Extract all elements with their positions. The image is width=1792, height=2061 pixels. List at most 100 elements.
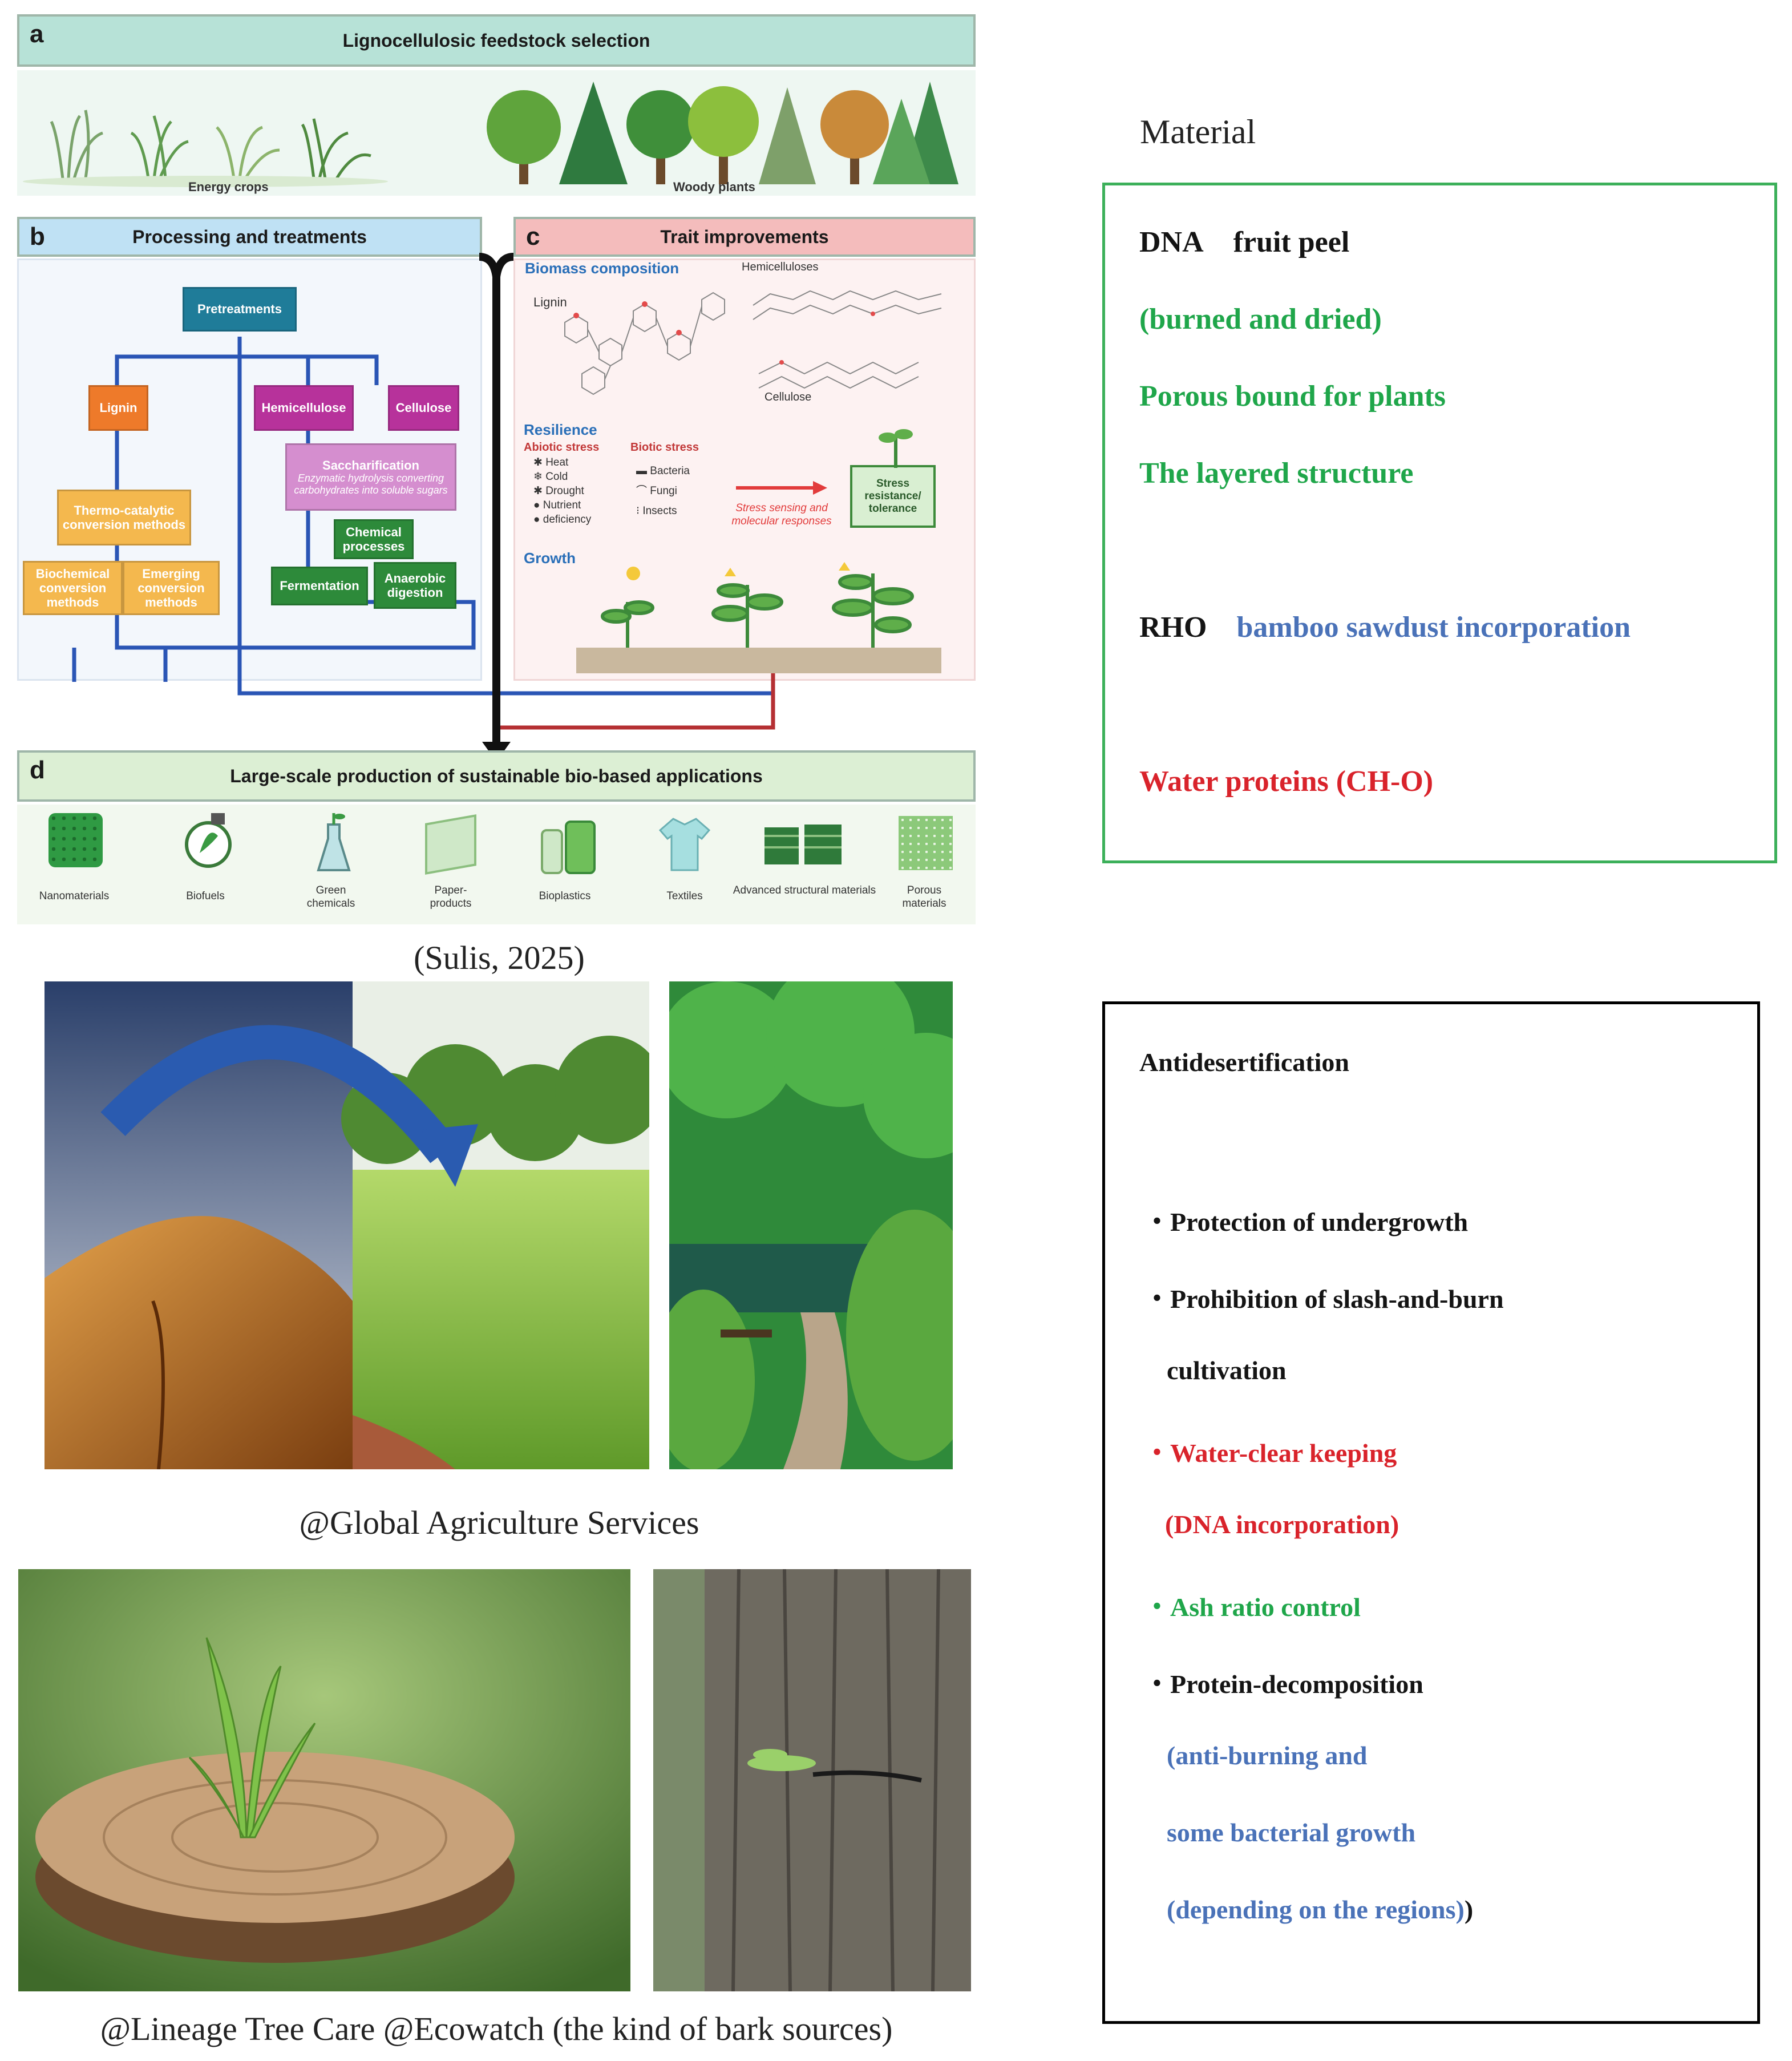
anti-line-bacterial: some bacterial growth: [1167, 1818, 1416, 1847]
flask-icon: [317, 813, 351, 871]
biotic-item-insects: ⁝ Insects: [636, 505, 677, 517]
fuel-pump-icon: [185, 813, 232, 868]
closing-paren: ): [1464, 1895, 1474, 1924]
lignin-structure-label: Lignin: [533, 295, 567, 309]
sponge-icon: [899, 816, 953, 870]
biotic-stress-label: Biotic stress: [630, 441, 699, 454]
panel-d-title: Large-scale production of sustainable bi…: [230, 765, 763, 786]
resilience-label: Resilience: [524, 421, 597, 438]
caption-global-agriculture: @Global Agriculture Services: [299, 1504, 699, 1541]
block-icon: [764, 825, 842, 864]
anti-line-protein: ・Protein-decomposition: [1144, 1670, 1423, 1699]
paper-box-icon: [425, 814, 476, 875]
anti-line-water-clear: ・Water-clear keeping: [1144, 1438, 1397, 1468]
node-biochemical: Biochemical conversion methods: [23, 561, 123, 615]
growth-plants-illustration: [576, 562, 941, 673]
growth-label: Growth: [524, 549, 576, 567]
tree-icon: [487, 82, 958, 184]
stress-sensing-label: Stress sensing and molecular responses: [731, 502, 832, 527]
product-porous: Porous materials: [879, 810, 970, 919]
hemicelluloses-label: Hemicelluloses: [742, 261, 819, 273]
anti-line-undergrowth: ・Protection of undergrowth: [1144, 1207, 1469, 1236]
tshirt-icon: [659, 818, 710, 871]
abiotic-item-nutrient: ● Nutrient: [533, 499, 581, 511]
cellulose-structure-label: Cellulose: [764, 391, 812, 403]
abiotic-item-cold: ❄ Cold: [533, 471, 568, 483]
desert-to-field-photo: [45, 981, 649, 1469]
anti-line-anti-burning: (anti-burning and: [1167, 1741, 1368, 1770]
biotic-item-bacteria: ▬ Bacteria: [636, 465, 690, 477]
rho-label: RHO: [1139, 611, 1207, 644]
woody-plants-label: Woody plants: [673, 180, 755, 194]
energy-crops-label: Energy crops: [188, 180, 269, 194]
node-pretreatments: Pretreatments: [183, 287, 297, 332]
node-thermo-catalytic: Thermo-catalytic conversion methods: [57, 490, 191, 545]
anti-line-slash-burn: ・Prohibition of slash-and-burn: [1144, 1284, 1504, 1314]
lignocellulose-figure: a Lignocellulosic feedstock selection: [17, 14, 976, 927]
plant-seedling-icon: [879, 429, 913, 468]
panel-d-header: d Large-scale production of sustainable …: [17, 750, 976, 802]
molecular-structures: [564, 290, 942, 395]
saccharification-sublabel: Enzymatic hydrolysis converting carbohyd…: [294, 472, 448, 496]
panel-b-title: Processing and treatments: [132, 226, 367, 247]
product-label: Porous materials: [902, 884, 946, 910]
bottle-icon: [541, 821, 596, 874]
product-label: Advanced structural materials: [733, 884, 876, 896]
material-burned-line: (burned and dried): [1139, 303, 1382, 336]
product-label: Textiles: [666, 890, 703, 902]
panel-a-title: Lignocellulosic feedstock selection: [342, 30, 650, 51]
product-label: Nanomaterials: [39, 890, 110, 902]
material-rho-line: RHO bamboo sawdust incorporation: [1139, 611, 1631, 644]
material-dna-line: DNA fruit peel: [1139, 225, 1349, 259]
node-cellulose: Cellulose: [388, 385, 459, 431]
panel-d-products: Nanomaterials Biofuels Green chemicals P…: [17, 805, 976, 924]
anti-line-regions: (depending on the regions)): [1167, 1894, 1473, 1925]
material-heading: Material: [1140, 113, 1256, 151]
anti-line-cultivation: cultivation: [1167, 1356, 1287, 1385]
material-layered-line: The layered structure: [1139, 457, 1414, 490]
biomass-composition-label: Biomass composition: [525, 260, 679, 277]
panel-a-feedstock-scene: Energy crops Woody plants: [17, 70, 976, 196]
panel-b-letter: b: [30, 223, 45, 250]
product-label: Green chemicals: [306, 884, 355, 910]
product-label: Paper-products: [430, 884, 472, 910]
anti-line-dna-incorporation: (DNA incorporation): [1165, 1510, 1399, 1539]
regions-text: (depending on the regions): [1167, 1895, 1465, 1924]
node-chemical-processes: Chemical processes: [334, 519, 414, 559]
caption-lineage: @Lineage Tree Care @Ecowatch (the kind o…: [100, 2010, 893, 2047]
product-bioplastics: Bioplastics: [519, 810, 610, 919]
stump-sprout-photo: [18, 1569, 630, 1991]
anti-line-ash-ratio: ・Ash ratio control: [1144, 1593, 1361, 1622]
feedstock-illustration: [23, 82, 958, 187]
product-paper: Paper-products: [405, 810, 496, 919]
grass-icon: [23, 110, 388, 187]
antidesertification-box: Antidesertification ・Protection of under…: [1102, 1001, 1760, 2024]
caption-sulis: (Sulis, 2025): [414, 939, 585, 976]
panel-c-header: c Trait improvements: [513, 217, 976, 257]
abiotic-item-deficiency: ● deficiency: [533, 514, 592, 526]
node-fermentation: Fermentation: [271, 567, 368, 605]
node-emerging: Emerging conversion methods: [123, 561, 220, 615]
product-advanced-structural: Advanced structural materials: [730, 810, 879, 919]
product-green-chemicals: Green chemicals: [285, 810, 377, 919]
node-anaerobic: Anaerobic digestion: [374, 562, 456, 609]
rho-value: bamboo sawdust incorporation: [1236, 611, 1631, 644]
nanomaterial-icon: [48, 813, 103, 867]
abiotic-stress-label: Abiotic stress: [524, 441, 600, 454]
material-water-line: Water proteins (CH-O): [1139, 765, 1434, 798]
abiotic-item-drought: ✱ Drought: [533, 485, 584, 497]
flow-connectors: [72, 253, 775, 762]
panel-c-letter: c: [526, 223, 540, 250]
product-textiles: Textiles: [639, 810, 730, 919]
stress-arrow: [736, 481, 827, 495]
forest-path-photo: [669, 981, 953, 1469]
panel-a-letter: a: [30, 20, 44, 48]
panel-c-title: Trait improvements: [660, 226, 829, 247]
abiotic-item-heat: ✱ Heat: [533, 456, 569, 468]
product-label: Bioplastics: [539, 890, 591, 902]
saccharification-label: Saccharification: [322, 458, 419, 472]
antidesertification-heading: Antidesertification: [1139, 1048, 1349, 1077]
biotic-item-fungi: ⌒ Fungi: [636, 485, 677, 497]
node-saccharification: Saccharification Enzymatic hydrolysis co…: [285, 443, 456, 511]
material-box: DNA fruit peel (burned and dried) Porous…: [1102, 183, 1777, 863]
